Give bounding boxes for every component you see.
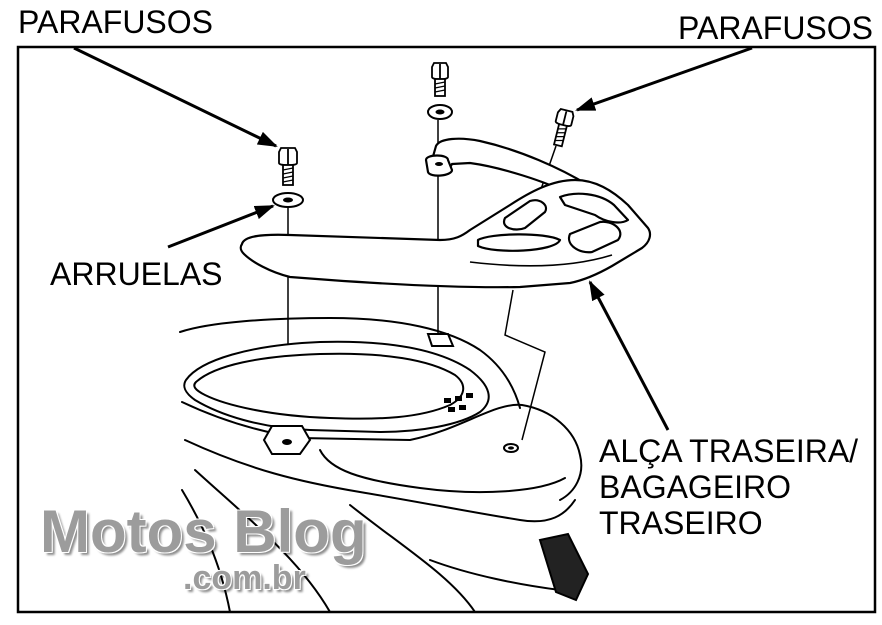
left-mount-hole: [282, 439, 292, 445]
rack-slot-rear-right: [558, 192, 630, 224]
vent-slot: [448, 407, 455, 412]
arrow-washers: [167, 204, 275, 249]
rack-slot-right: [567, 220, 622, 254]
label-screws-right: PARAFUSOS: [678, 10, 873, 46]
seat-area-top-edge: [179, 316, 521, 409]
body-sweep-line-3: [181, 489, 231, 613]
bolt-right-head-edge: [562, 111, 568, 126]
bolt-center-thread: [434, 81, 446, 93]
arrow-screws-right: [575, 46, 753, 112]
rack-slot-front: [476, 233, 562, 252]
label-rack-line-2: BAGAGEIRO: [599, 469, 792, 505]
body-lower-contour: [429, 559, 561, 591]
callout-arrows: [73, 46, 753, 431]
washer-center: [427, 104, 453, 120]
arrow-rack: [588, 280, 670, 431]
rail-groove-line: [469, 254, 613, 267]
tail-panel-line: [319, 449, 566, 494]
vent-slot: [459, 405, 466, 410]
rear-shaded-part: [538, 532, 590, 602]
vent-slot: [466, 393, 473, 398]
assembly-line-right-lower: [504, 289, 546, 441]
bolt-right-thread: [555, 128, 567, 142]
label-rack-line-3: TRASEIRO: [599, 505, 763, 541]
watermark-domain: .com.br: [183, 559, 306, 597]
rack-slot-rear-left: [502, 199, 548, 231]
vent-slot: [444, 398, 451, 403]
label-washers: ARRUELAS: [50, 256, 223, 292]
label-rack-line-1: ALÇA TRASEIRA/: [599, 433, 859, 469]
rail-main-body: [239, 178, 652, 289]
body-sweep-line-2: [349, 504, 476, 613]
bolt-center: [431, 62, 449, 97]
storage-opening-outer: [183, 340, 490, 434]
storage-opening-inner: [193, 352, 465, 420]
bolt-left-shank: [282, 164, 294, 186]
right-mount-hole-center: [508, 446, 514, 450]
washer-center-hole: [435, 109, 445, 115]
body-sweep-line-1: [194, 469, 331, 613]
washer-left: [272, 192, 304, 208]
bolt-right: [552, 107, 575, 148]
bolt-right-shank: [552, 122, 568, 148]
diagram-frame: [16, 45, 877, 614]
storage-vents: [444, 393, 473, 412]
bolt-left-thread: [282, 167, 294, 183]
grab-rail-rack: [239, 137, 652, 289]
center-mount-bracket: [426, 333, 455, 347]
arrow-screws-left: [73, 46, 278, 148]
vent-slot: [455, 396, 462, 401]
scooter-rear-body: [179, 316, 590, 613]
body-lower-line: [184, 439, 576, 523]
washer-left-hole: [283, 197, 293, 203]
tail-outer-line: [181, 401, 583, 501]
center-mount-tab-hole: [435, 162, 443, 166]
label-screws-left: PARAFUSOS: [18, 4, 213, 40]
watermark-name: Motos Blog: [40, 498, 367, 565]
bolt-left: [278, 147, 298, 186]
